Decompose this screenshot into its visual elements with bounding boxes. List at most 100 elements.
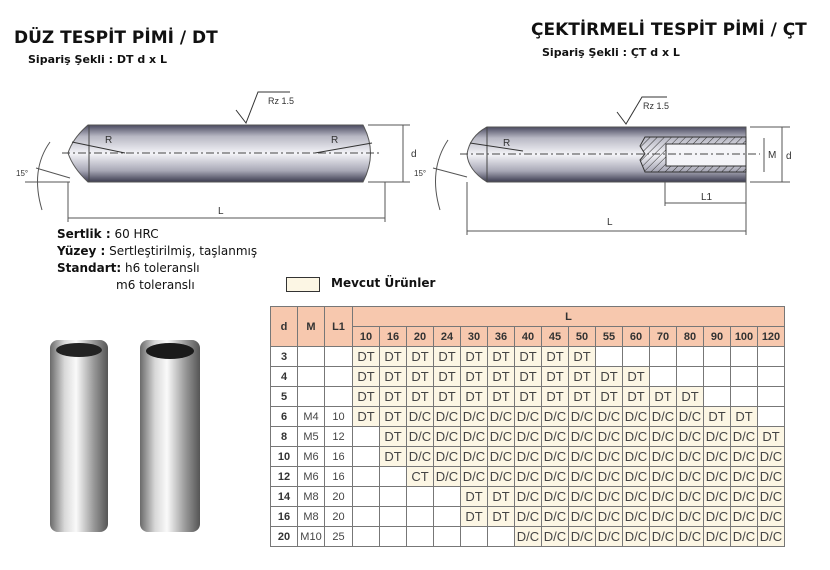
availability-cell: D/C <box>514 466 542 487</box>
availability-cell <box>406 526 434 547</box>
availability-cell <box>703 346 731 367</box>
length-header: 100 <box>730 326 758 347</box>
availability-cell: DT <box>568 346 596 367</box>
length-header: 20 <box>406 326 434 347</box>
m-cell <box>297 386 325 407</box>
d-cell: 14 <box>270 486 298 507</box>
availability-cell: D/C <box>595 466 623 487</box>
m-cell: M8 <box>297 486 325 507</box>
availability-cell: D/C <box>676 526 704 547</box>
availability-cell <box>406 506 434 527</box>
d-cell: 8 <box>270 426 298 447</box>
availability-cell: DT <box>487 386 515 407</box>
availability-cell: DT <box>433 346 461 367</box>
availability-cell: DT <box>460 346 488 367</box>
availability-cell: D/C <box>541 486 569 507</box>
availability-cell: D/C <box>514 506 542 527</box>
availability-cell: D/C <box>649 486 677 507</box>
length-header: 60 <box>622 326 650 347</box>
availability-cell: D/C <box>595 506 623 527</box>
availability-cell: DT <box>352 346 380 367</box>
availability-cell: DT <box>649 386 677 407</box>
availability-cell: D/C <box>460 466 488 487</box>
availability-cell: DT <box>757 426 785 447</box>
ct-order-format: Sipariş Şekli : ÇT d x L <box>542 46 680 59</box>
surface-value: Sertleştirilmiş, taşlanmış <box>105 244 258 258</box>
svg-text:15°: 15° <box>16 169 28 178</box>
header-m: M <box>297 306 325 347</box>
header-l: L <box>352 306 785 327</box>
availability-cell: D/C <box>460 406 488 427</box>
availability-cell <box>433 526 461 547</box>
availability-cell: D/C <box>406 426 434 447</box>
availability-cell: DT <box>541 386 569 407</box>
availability-cell: D/C <box>460 446 488 467</box>
length-header: 80 <box>676 326 704 347</box>
l1-cell: 12 <box>324 426 353 447</box>
availability-cell: DT <box>352 366 380 387</box>
l1-cell: 16 <box>324 466 353 487</box>
availability-cell <box>379 466 407 487</box>
d-cell: 3 <box>270 346 298 367</box>
length-header: 10 <box>352 326 380 347</box>
availability-cell: D/C <box>568 446 596 467</box>
availability-cell: D/C <box>676 406 704 427</box>
availability-cell: D/C <box>703 506 731 527</box>
length-header: 45 <box>541 326 569 347</box>
availability-cell: DT <box>379 446 407 467</box>
availability-cell: D/C <box>622 446 650 467</box>
availability-cell: DT <box>460 506 488 527</box>
availability-cell: D/C <box>676 466 704 487</box>
availability-cell: D/C <box>406 446 434 467</box>
availability-cell: D/C <box>487 406 515 427</box>
m-cell: M5 <box>297 426 325 447</box>
availability-cell: D/C <box>703 526 731 547</box>
availability-cell <box>676 346 704 367</box>
availability-cell: DT <box>379 386 407 407</box>
availability-cell: CT <box>406 466 434 487</box>
availability-cell: D/C <box>541 446 569 467</box>
svg-text:d: d <box>786 151 792 162</box>
availability-cell: DT <box>622 366 650 387</box>
m-cell <box>297 346 325 367</box>
availability-cell: DT <box>514 386 542 407</box>
availability-cell: D/C <box>595 426 623 447</box>
standard-label: Standart: <box>57 261 122 275</box>
length-header: 24 <box>433 326 461 347</box>
availability-cell: DT <box>352 386 380 407</box>
length-header: 30 <box>460 326 488 347</box>
availability-cell: DT <box>514 366 542 387</box>
availability-cell: DT <box>406 346 434 367</box>
availability-cell: D/C <box>595 446 623 467</box>
availability-cell: D/C <box>730 426 758 447</box>
availability-cell: DT <box>487 346 515 367</box>
availability-cell <box>676 366 704 387</box>
availability-cell <box>406 486 434 507</box>
availability-cell: D/C <box>595 406 623 427</box>
svg-text:L: L <box>218 206 224 217</box>
availability-cell: D/C <box>730 506 758 527</box>
availability-cell: D/C <box>757 446 785 467</box>
m-cell: M6 <box>297 446 325 467</box>
length-header: 70 <box>649 326 677 347</box>
availability-cell: DT <box>433 366 461 387</box>
availability-cell: DT <box>487 506 515 527</box>
svg-text:M: M <box>768 150 776 161</box>
length-header: 16 <box>379 326 407 347</box>
availability-cell: D/C <box>649 506 677 527</box>
availability-cell: DT <box>379 346 407 367</box>
availability-cell: DT <box>460 366 488 387</box>
availability-cell: D/C <box>622 526 650 547</box>
availability-cell: D/C <box>406 406 434 427</box>
l1-cell <box>324 366 353 387</box>
length-header: 40 <box>514 326 542 347</box>
availability-cell: DT <box>622 386 650 407</box>
svg-text:Rz 1.5: Rz 1.5 <box>643 101 669 111</box>
availability-cell: D/C <box>622 506 650 527</box>
l1-cell: 10 <box>324 406 353 427</box>
availability-cell: D/C <box>433 426 461 447</box>
availability-cell: D/C <box>757 486 785 507</box>
